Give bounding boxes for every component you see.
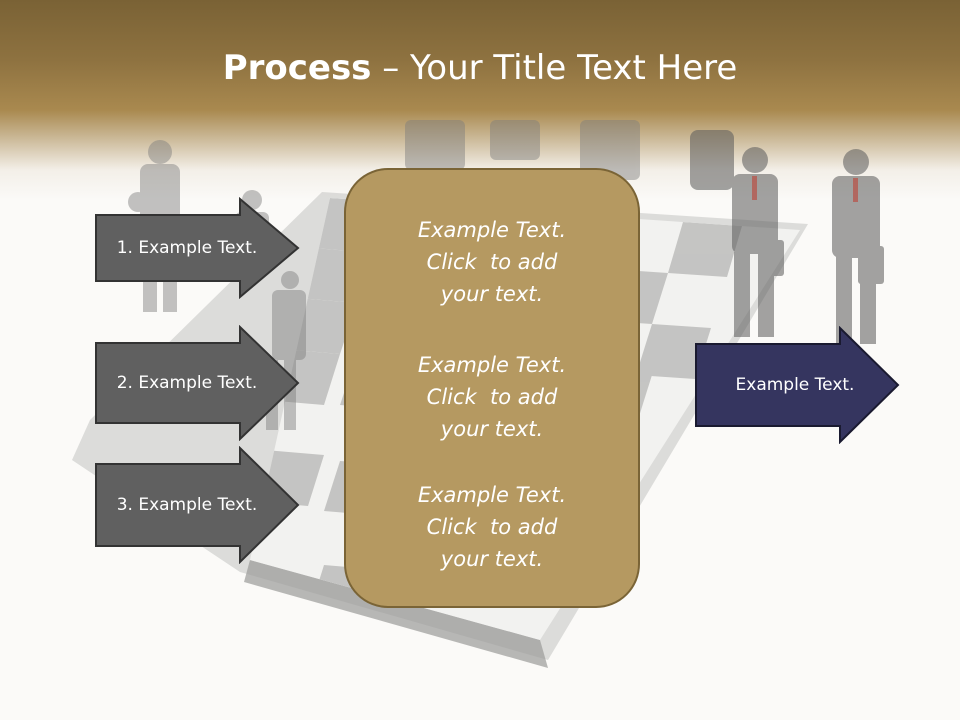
panel-text-block-3[interactable]: Example Text. Click to add your text. [346,479,638,575]
panel-block-3-line-1: Example Text. [417,483,567,507]
result-arrow[interactable]: Example Text. [694,326,900,444]
arrow-1-label: 1. Example Text. [116,238,258,258]
panel-block-3-line-2: Click to add [426,515,558,539]
center-text-panel[interactable]: Example Text. Click to add your text. Ex… [344,168,640,608]
slide-title[interactable]: Process – Your Title Text Here [0,48,960,88]
result-arrow-label: Example Text. [735,375,855,395]
panel-block-1-line-1: Example Text. [417,218,567,242]
title-banner [0,0,960,200]
panel-text-block-2[interactable]: Example Text. Click to add your text. [346,349,638,445]
panel-block-3-line-3: your text. [440,547,544,571]
title-rest-part: – Your Title Text Here [371,48,738,88]
panel-block-1-line-3: your text. [440,282,544,306]
panel-text-block-1[interactable]: Example Text. Click to add your text. [346,214,638,310]
panel-block-1-line-2: Click to add [426,250,558,274]
process-arrow-2[interactable]: 2. Example Text. [94,325,300,441]
arrow-2-label: 2. Example Text. [116,373,258,393]
panel-block-2-line-2: Click to add [426,385,558,409]
panel-block-2-line-3: your text. [440,417,544,441]
process-arrow-3[interactable]: 3. Example Text. [94,446,300,564]
panel-block-2-line-1: Example Text. [417,353,567,377]
title-bold-part: Process [222,48,372,88]
arrow-3-label: 3. Example Text. [116,495,258,515]
process-arrow-1[interactable]: 1. Example Text. [94,197,300,299]
